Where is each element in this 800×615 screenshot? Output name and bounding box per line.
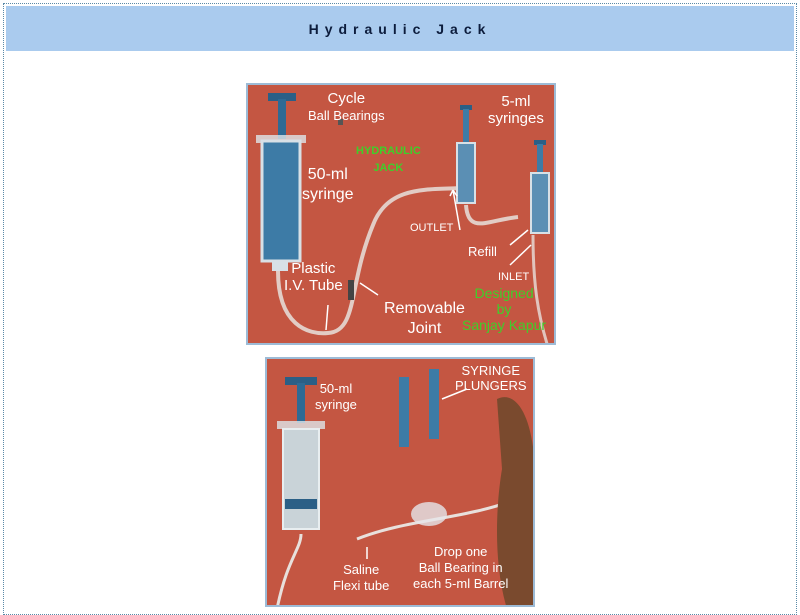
label-line: JACK — [373, 162, 404, 174]
label-line: Saline — [343, 562, 380, 577]
label-line: Cycle — [327, 90, 366, 107]
page-header: Hydraulic Jack — [6, 6, 794, 51]
label-line: syringe — [315, 397, 357, 412]
label-line: SYRINGE — [461, 363, 521, 378]
page-frame: Hydraulic Jack — [3, 3, 797, 615]
syringe-parts-illustration — [276, 369, 533, 605]
label-line: 5-ml — [501, 93, 531, 110]
label-line: syringes — [488, 110, 544, 127]
label-line: Plastic — [291, 260, 336, 277]
page-title: Hydraulic Jack — [308, 20, 492, 37]
label-line: Ball Bearing in — [418, 560, 503, 575]
label-line: Removable — [384, 300, 465, 317]
label-line: 50-ml — [319, 381, 353, 396]
label-line: Designed — [474, 285, 534, 301]
label-line: syringe — [302, 186, 354, 203]
label-inlet: INLET — [498, 271, 530, 283]
hydraulic-jack-illustration — [256, 93, 550, 343]
label-line: Ball Bearings — [308, 108, 385, 123]
label-line: Drop one — [433, 544, 488, 559]
label-line: 50-ml — [307, 166, 348, 183]
label-line: Flexi tube — [333, 578, 390, 593]
label-line: PLUNGERS — [455, 378, 527, 393]
label-50ml-syringe: 50-ml syringe — [302, 165, 354, 205]
label-line: Joint — [407, 320, 442, 337]
label-line: by — [496, 301, 512, 317]
label-line: Sanjay Kapur — [462, 317, 547, 333]
label-refill: Refill — [468, 244, 497, 259]
label-line: HYDRAULIC — [356, 145, 421, 157]
label-line: I.V. Tube — [284, 277, 343, 294]
label-hydraulic-jack: HYDRAULIC JACK — [356, 143, 421, 177]
label-line: each 5-ml Barrel — [413, 576, 509, 591]
label-outlet: OUTLET — [410, 222, 454, 234]
